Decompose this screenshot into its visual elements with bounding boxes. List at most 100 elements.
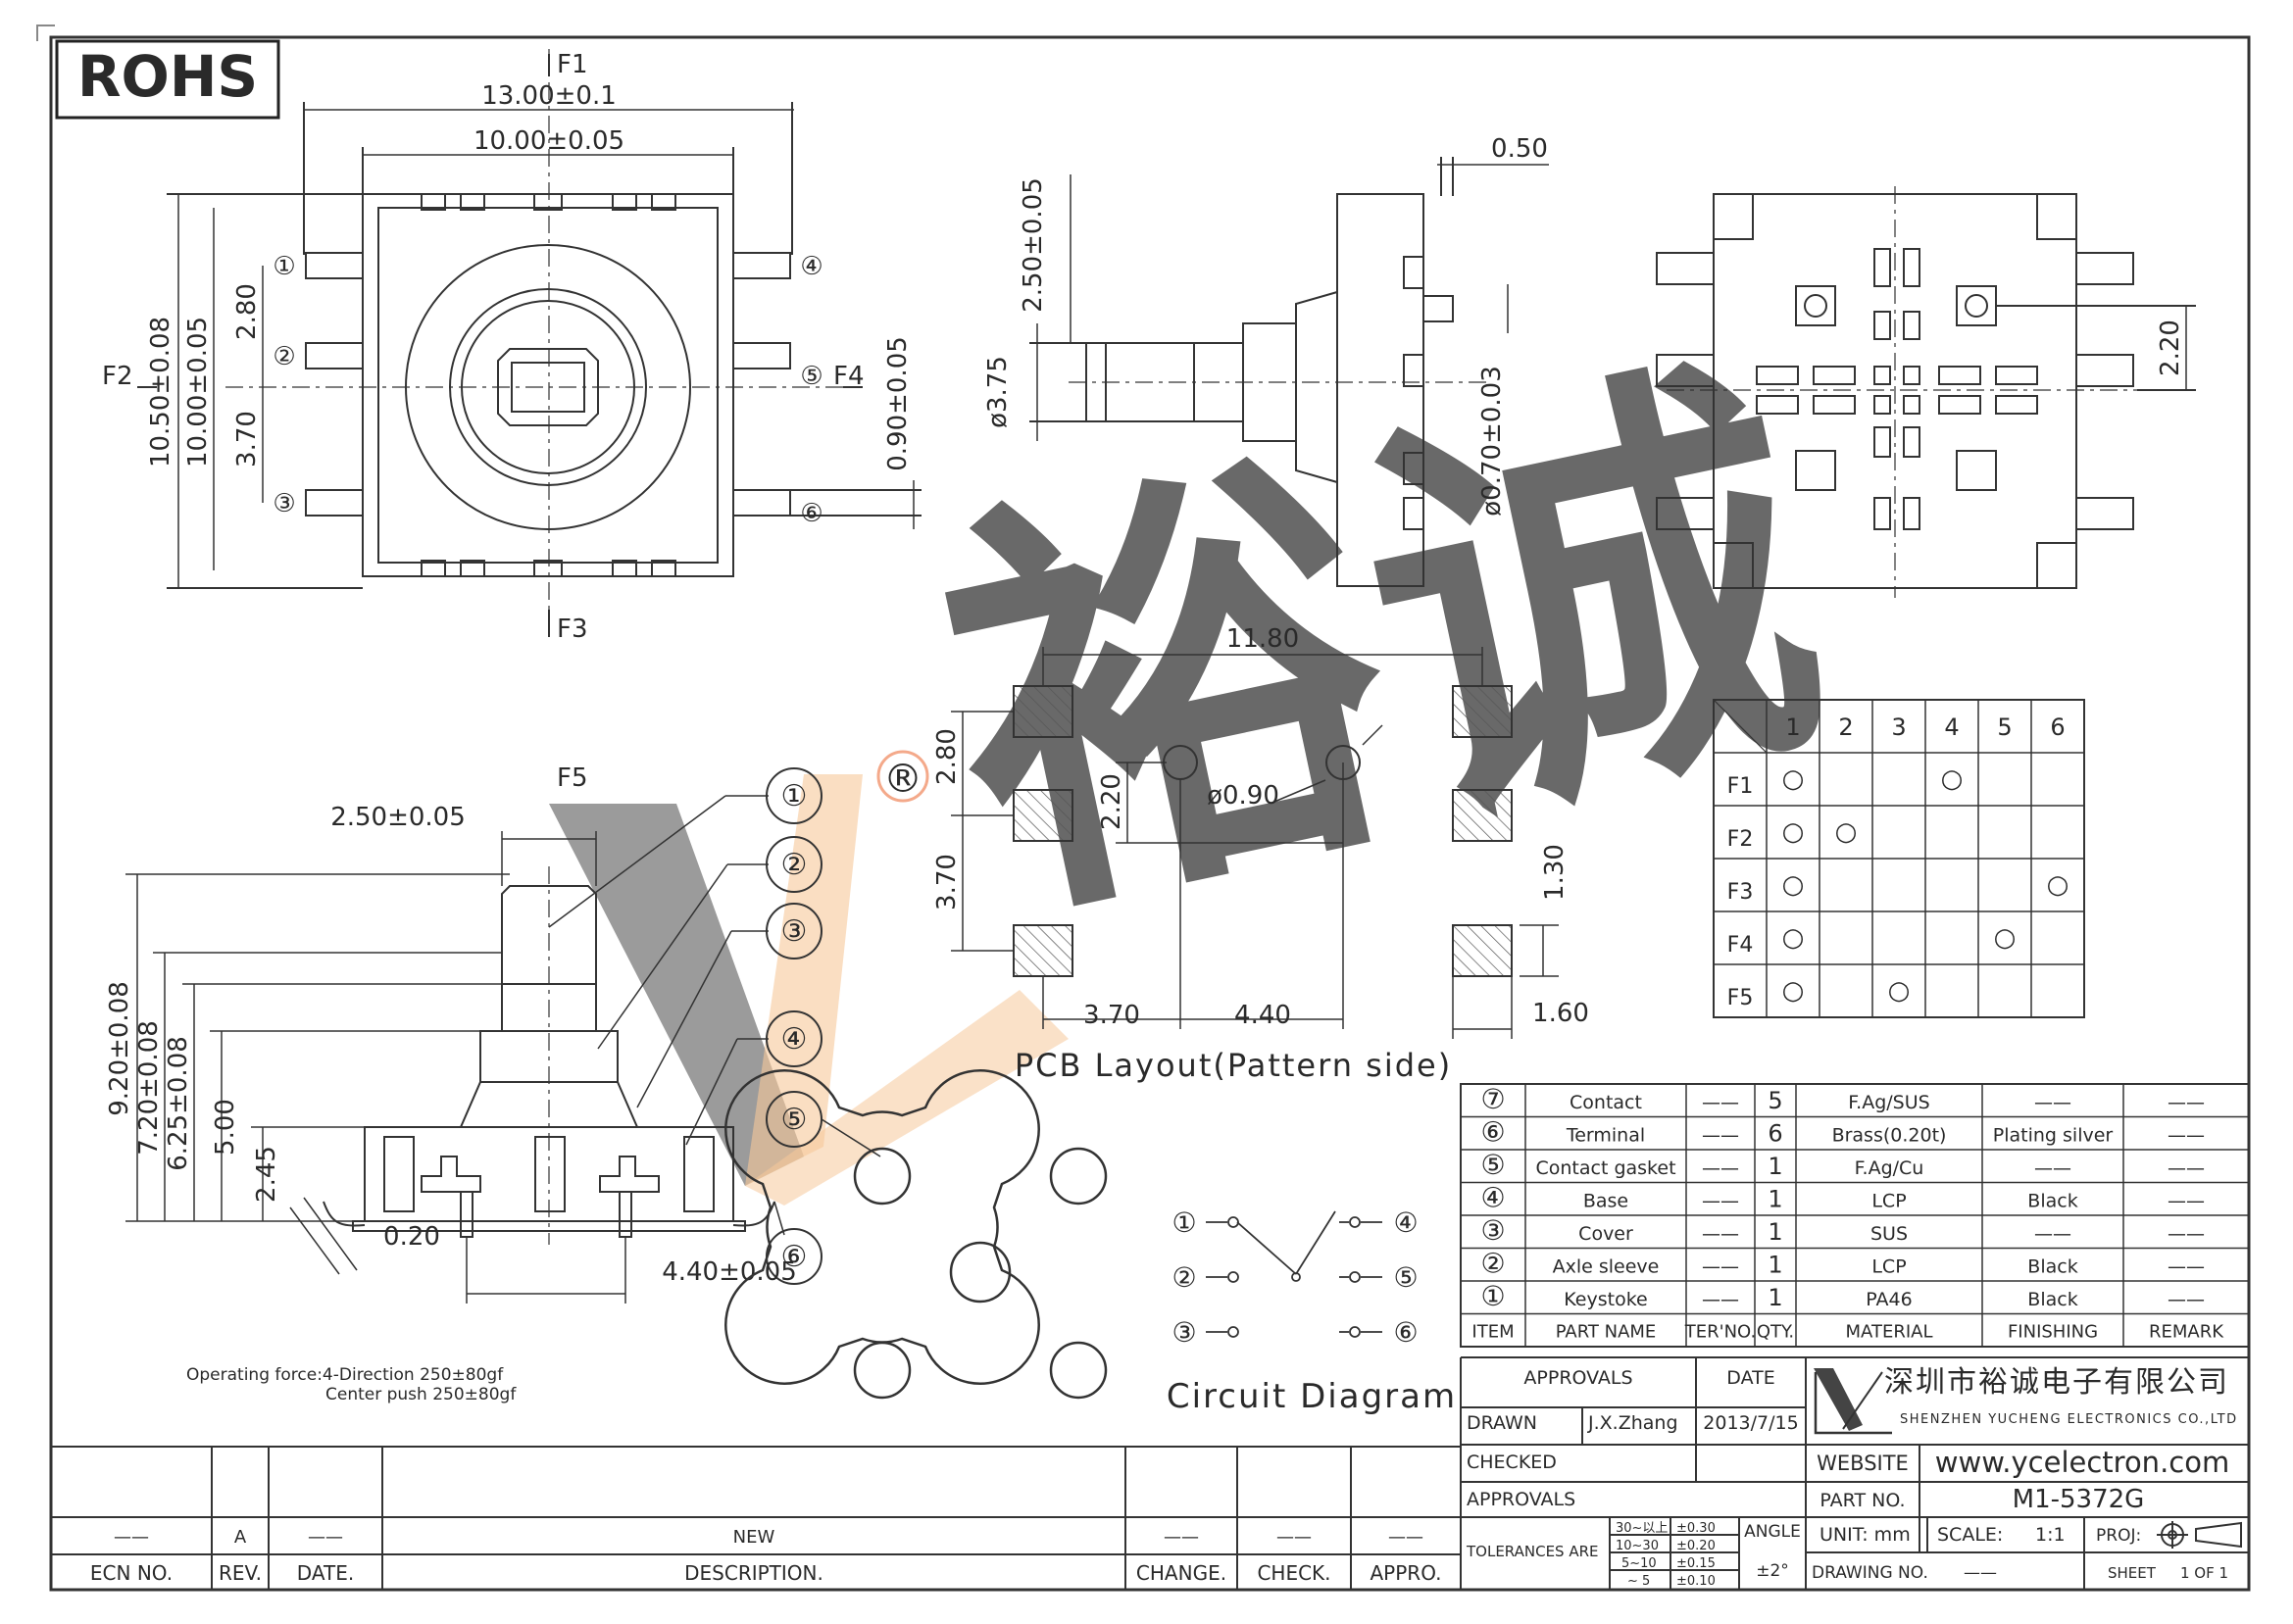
revision-header: CHANGE. xyxy=(1136,1561,1226,1585)
truth-table-mark: ○ xyxy=(2047,870,2069,900)
tb-tol-range-2: 10~30 xyxy=(1616,1539,1659,1553)
pcb-caption: PCB Layout(Pattern side) xyxy=(1015,1047,1452,1084)
truth-table-mark: ○ xyxy=(1994,923,2017,953)
pcb-dim-a: 2.80 xyxy=(932,728,962,785)
dim-shaft: 2.50±0.05 xyxy=(1019,177,1048,313)
dim-diameter: ø3.75 xyxy=(983,356,1013,428)
truth-table-row-label: F2 xyxy=(1727,827,1754,852)
circuit-right-5: ⑤ xyxy=(1393,1261,1418,1294)
label-f2: F2 xyxy=(102,362,133,391)
truth-table-mark: ○ xyxy=(1782,976,1805,1006)
bom-remark: —— xyxy=(2168,1124,2205,1146)
callout-6: ⑥ xyxy=(781,1240,808,1274)
truth-table-mark: ○ xyxy=(1782,764,1805,794)
rohs-label: ROHS xyxy=(77,43,258,110)
front-dim-pin-pitch: 4.40±0.05 xyxy=(662,1257,797,1287)
revision-header: DESCRIPTION. xyxy=(684,1561,823,1585)
tb-drawn-by: J.X.Zhang xyxy=(1587,1412,1678,1434)
circuit-labels: ① ② ③ ④ ⑤ ⑥ Circuit Diagram xyxy=(1167,1206,1455,1416)
callout-3: ③ xyxy=(781,914,808,949)
bom-remark: —— xyxy=(2168,1223,2205,1245)
tb-part-no: M1-5372G xyxy=(2013,1485,2145,1514)
bom-ter-no: —— xyxy=(1702,1124,1739,1146)
bom-qty: 1 xyxy=(1768,1153,1782,1180)
dim-pin-width: 0.90±0.05 xyxy=(883,336,913,471)
bom-remark: —— xyxy=(2168,1190,2205,1211)
tb-tol-value-4: ±0.10 xyxy=(1676,1574,1716,1589)
pcb-dim-hole-pitch: 2.20 xyxy=(1097,773,1126,830)
revision-header: ECN NO. xyxy=(90,1561,173,1585)
truth-table-mark: ○ xyxy=(1782,923,1805,953)
tb-tol-range-4: ~ 5 xyxy=(1627,1574,1650,1589)
callout-1: ① xyxy=(781,779,808,813)
truth-table-col-header: 2 xyxy=(1838,714,1853,741)
bom-finishing: Plating silver xyxy=(1993,1124,2114,1146)
bom-remark: —— xyxy=(2168,1157,2205,1179)
pcb-dim-x2: 4.40 xyxy=(1234,1001,1291,1030)
front-dim-h2: 7.20±0.08 xyxy=(134,1020,164,1156)
tb-drawing-no-label: DRAWING NO. xyxy=(1812,1563,1928,1583)
bom-part-name: Keystoke xyxy=(1564,1289,1647,1310)
pin-5: ⑤ xyxy=(800,362,822,391)
bom-material: LCP xyxy=(1871,1255,1906,1277)
bom-part-name: Base xyxy=(1583,1190,1628,1211)
tb-unit: UNIT: mm xyxy=(1819,1524,1911,1546)
tb-website-label: WEBSITE xyxy=(1817,1452,1909,1475)
tb-tol-range-1: 30~以上 xyxy=(1616,1521,1668,1536)
revision-cell: —— xyxy=(308,1527,343,1548)
note-line-1: Operating force:4-Direction 250±80gf xyxy=(186,1365,504,1385)
bom-material: LCP xyxy=(1871,1190,1906,1211)
truth-table-row-label: F4 xyxy=(1727,933,1754,958)
bom-finishing: Black xyxy=(2027,1255,2077,1277)
revision-header: APPRO. xyxy=(1371,1561,1442,1585)
tb-sheet-label: SHEET xyxy=(2108,1564,2157,1582)
bom-material: Brass(0.20t) xyxy=(1832,1124,1947,1146)
bom-part-name: Contact xyxy=(1570,1092,1642,1113)
tb-website: www.ycelectron.com xyxy=(1935,1446,2229,1479)
bom-header-material: MATERIAL xyxy=(1846,1321,1933,1342)
side-view-labels: 0.50 2.50±0.05 ø3.75 ø0.70±0.03 xyxy=(983,134,1548,517)
bom-qty: 5 xyxy=(1768,1087,1782,1114)
pin-1: ① xyxy=(273,252,295,281)
front-dim-h4: 5.00 xyxy=(211,1099,240,1156)
bom-material: F.Ag/Cu xyxy=(1855,1157,1924,1179)
bom-ter-no: —— xyxy=(1702,1223,1739,1245)
bom-material: F.Ag/SUS xyxy=(1848,1092,1929,1113)
revision-cell: —— xyxy=(1164,1527,1199,1548)
tb-angle-value: ±2° xyxy=(1756,1561,1789,1581)
dim-pin-diameter: ø0.70±0.03 xyxy=(1477,366,1507,516)
bom-item: ③ xyxy=(1480,1214,1505,1247)
truth-table-mark: ○ xyxy=(1782,870,1805,900)
dim-bottom-pitch: 2.20 xyxy=(2156,320,2185,376)
tb-checked-label: CHECKED xyxy=(1467,1452,1557,1473)
bom-part-name: Cover xyxy=(1578,1223,1633,1245)
bom-ter-no: —— xyxy=(1702,1092,1739,1113)
pin-3: ③ xyxy=(273,489,295,518)
dim-height-inner: 10.00±0.05 xyxy=(183,317,213,468)
bom-qty: 6 xyxy=(1768,1119,1782,1147)
pin-6: ⑥ xyxy=(800,499,822,528)
bom-qty: 1 xyxy=(1768,1284,1782,1311)
truth-table-mark: ○ xyxy=(1941,764,1964,794)
bom-finishing: Black xyxy=(2027,1190,2077,1211)
tb-tol-value-1: ±0.30 xyxy=(1676,1521,1716,1536)
note-line-2: Center push 250±80gf xyxy=(325,1385,517,1404)
pcb-layout xyxy=(951,647,1559,1039)
corner-mark xyxy=(36,25,55,41)
rohs-box xyxy=(55,39,280,120)
bom-header-item: ITEM xyxy=(1471,1321,1514,1342)
tb-company-cn: 深圳市裕诚电子有限公司 xyxy=(1884,1365,2229,1400)
tb-proj: PROJ: xyxy=(2096,1526,2141,1546)
tb-drawn-date: 2013/7/15 xyxy=(1703,1412,1798,1434)
bom-item: ⑤ xyxy=(1480,1149,1505,1181)
watermark-reg: ® xyxy=(883,757,922,802)
bom-qty: 1 xyxy=(1768,1218,1782,1246)
tb-approvals-header: APPROVALS xyxy=(1523,1367,1632,1389)
dim-width-outer: 13.00±0.1 xyxy=(481,81,617,111)
circuit-right-4: ④ xyxy=(1393,1206,1418,1239)
dim-height-outer: 10.50±0.08 xyxy=(146,317,175,468)
revision-header: CHECK. xyxy=(1257,1561,1330,1585)
bom-finishing: —— xyxy=(2034,1157,2071,1179)
